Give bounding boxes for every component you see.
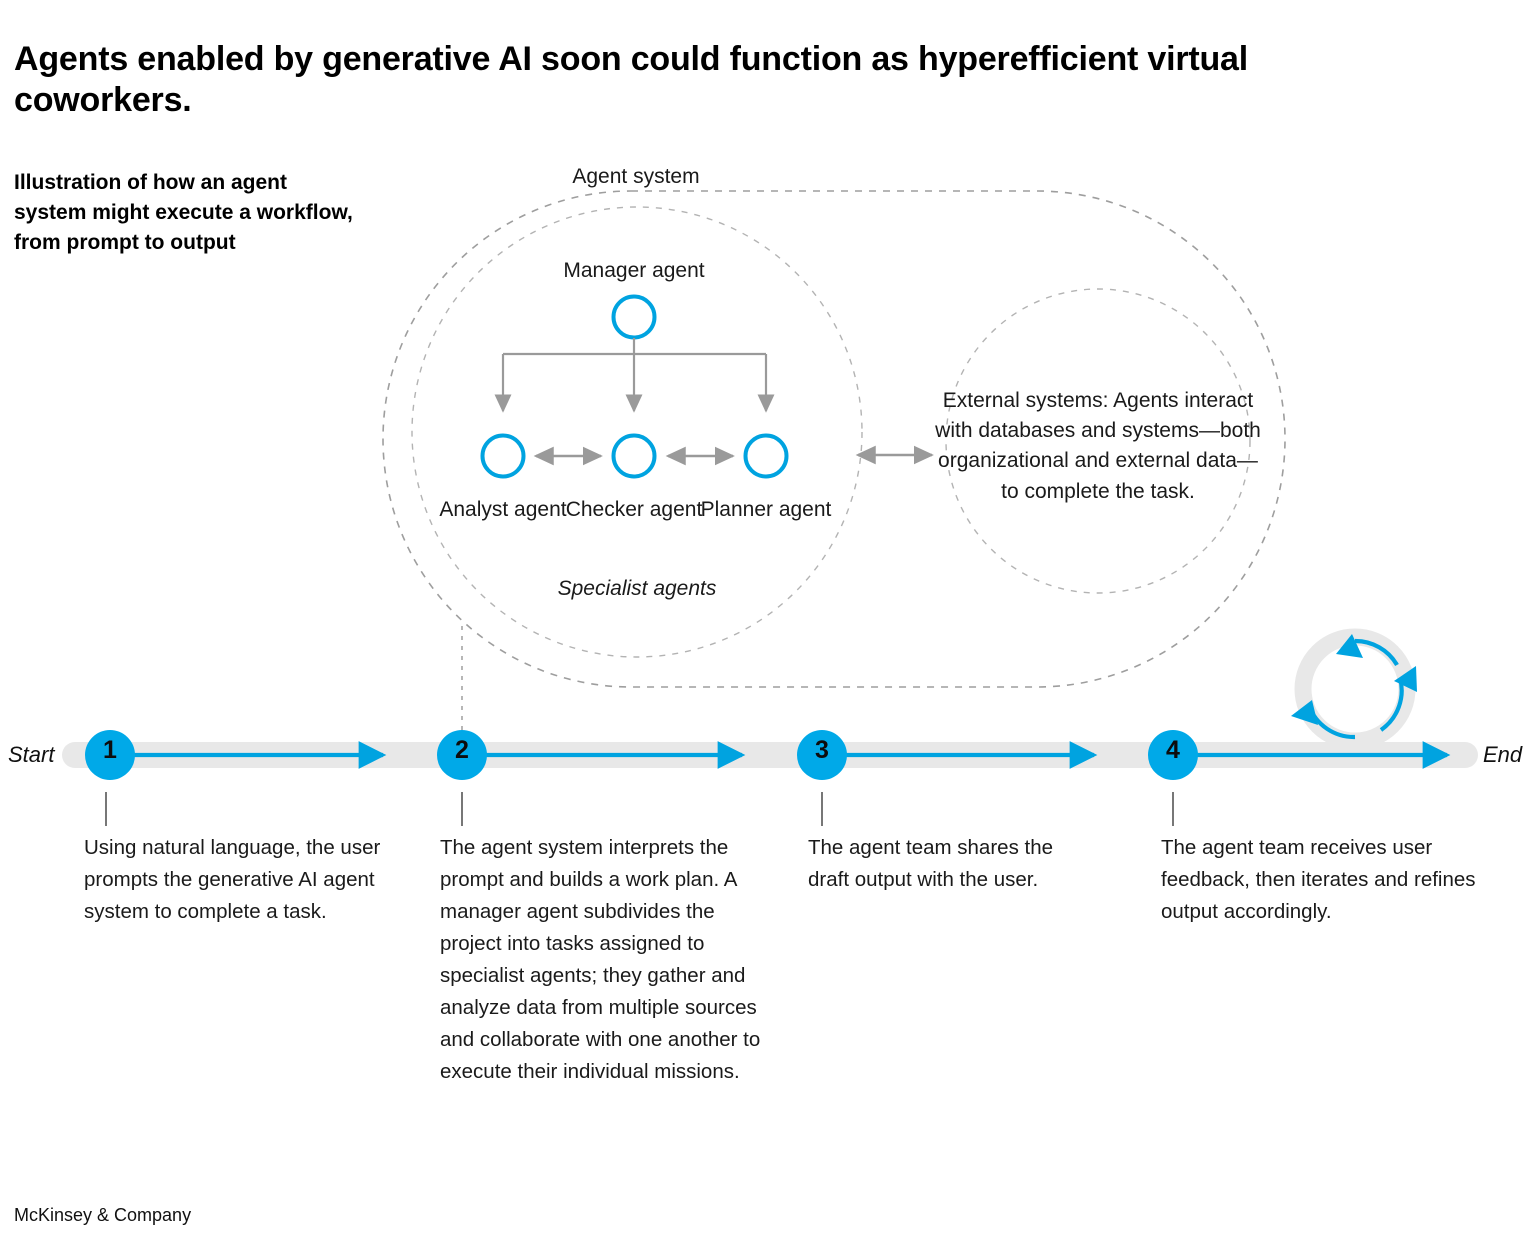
timeline-step-2-marker bbox=[437, 730, 487, 780]
refresh-loop-icon bbox=[1291, 628, 1417, 750]
planner-agent-label: Planner agent bbox=[700, 498, 832, 521]
analyst-agent-label: Analyst agent bbox=[439, 498, 567, 521]
timeline-step-4-number: 4 bbox=[1166, 736, 1180, 764]
brand-footer: McKinsey & Company bbox=[14, 1205, 192, 1225]
manager-agent-label: Manager agent bbox=[563, 259, 705, 282]
analyst-agent-node bbox=[480, 433, 526, 479]
manager-to-specialists-connectors bbox=[494, 338, 775, 413]
timeline-step-2-number: 2 bbox=[455, 736, 469, 764]
timeline-step-3-marker bbox=[797, 730, 847, 780]
specialist-agents-caption: Specialist agents bbox=[557, 577, 717, 600]
timeline-start-label: Start bbox=[8, 742, 55, 767]
timeline-end-label: End bbox=[1483, 742, 1523, 767]
timeline-step-3-number: 3 bbox=[815, 736, 829, 764]
agent-system-label: Agent system bbox=[572, 165, 700, 188]
timeline-step-4-marker bbox=[1148, 730, 1198, 780]
agent-system-boundary bbox=[382, 190, 1286, 688]
timeline-step-1-number: 1 bbox=[103, 736, 117, 764]
timeline-step-2-body: The agent system interprets the prompt a… bbox=[440, 836, 761, 1083]
checker-agent-label: Checker agent bbox=[565, 498, 703, 521]
checker-agent-node bbox=[611, 433, 657, 479]
subtitle-kicker: Illustration of how an agent system migh… bbox=[14, 171, 353, 255]
timeline-step-1-body: Using natural language, the user prompts… bbox=[84, 836, 381, 923]
timeline-step-markers[interactable] bbox=[85, 730, 1198, 780]
external-systems-text: External systems: Agents interact with d… bbox=[935, 389, 1261, 503]
specialist-agents-boundary bbox=[411, 206, 863, 658]
step-tick-leaders bbox=[105, 792, 1174, 826]
planner-agent-node bbox=[743, 433, 789, 479]
timeline-step-4-body: The agent team receives user feedback, t… bbox=[1161, 836, 1476, 923]
external-systems-boundary bbox=[945, 288, 1251, 594]
specialist-agent-nodes[interactable] bbox=[480, 433, 789, 479]
timeline-step-3-body: The agent team shares the draft output w… bbox=[808, 836, 1054, 891]
timeline-step-1-marker bbox=[85, 730, 135, 780]
workflow-timeline bbox=[62, 628, 1478, 826]
page-title: Agents enabled by generative AI soon cou… bbox=[14, 39, 1249, 120]
manager-agent-node[interactable] bbox=[611, 294, 657, 340]
